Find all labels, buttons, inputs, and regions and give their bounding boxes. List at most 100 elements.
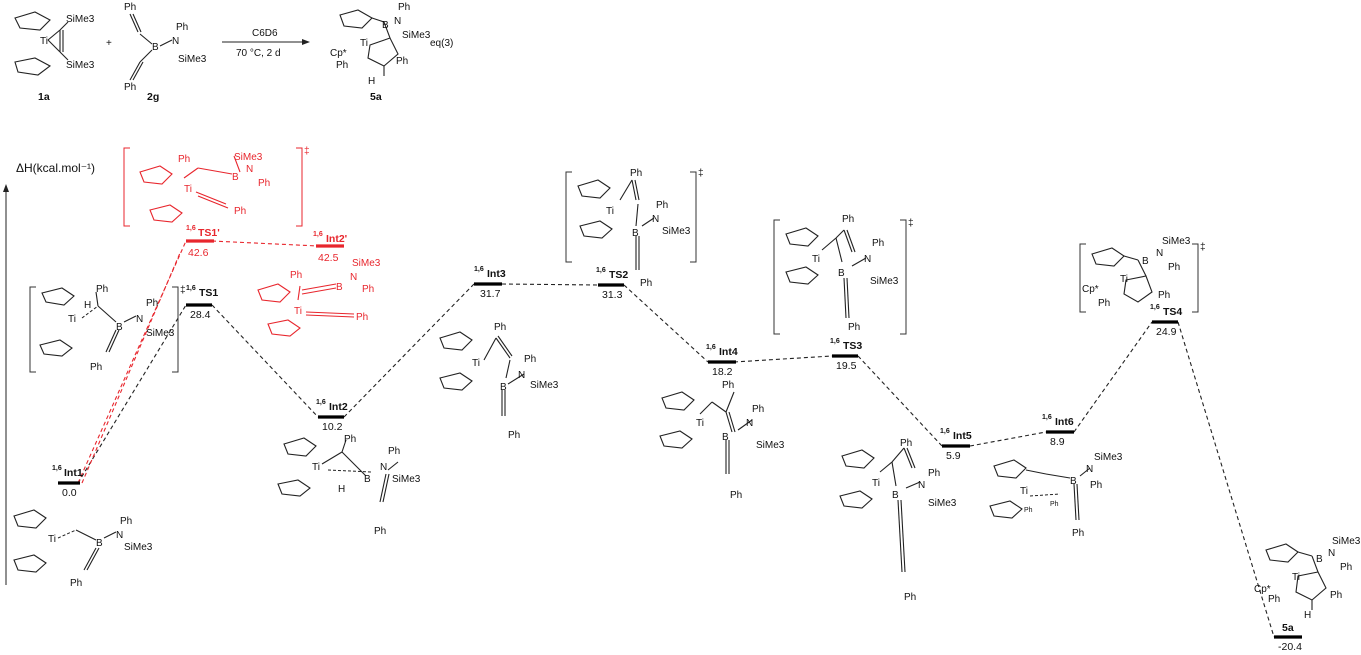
atom-sime3-label: SiMe3 <box>1162 236 1191 247</box>
plus-sign: + <box>106 38 112 49</box>
equation-label: eq(3) <box>430 38 453 49</box>
atom-ph-label: Ph <box>524 354 536 365</box>
atom-b-label: B <box>892 490 899 501</box>
atom-ti-label: Ti <box>360 38 368 49</box>
atom-n-label: N <box>116 530 123 541</box>
atom-ph-label: Ph <box>124 2 136 13</box>
atom-ph-label: Ph <box>494 322 506 333</box>
reaction-scheme: Ti SiMe3 SiMe3 1a + B N Ph SiMe3 Ph Ph 2… <box>14 2 453 103</box>
atom-ph-label: Ph <box>630 168 642 179</box>
atom-b-label: B <box>364 474 371 485</box>
structure-int2-prime: Ti Ph B N SiMe3 Ph Ph <box>257 258 381 337</box>
atom-ph-label: Ph <box>1024 507 1033 514</box>
atom-sime3-label: SiMe3 <box>178 54 207 65</box>
atom-ph-label: Ph <box>362 284 374 295</box>
structure-ts4: ‡ Ti B N SiMe3 Ph Cp* Ph Ph <box>1079 236 1206 313</box>
atom-sime3-label: SiMe3 <box>1094 452 1123 463</box>
atom-sime3-label: SiMe3 <box>756 440 785 451</box>
atom-ph-label: Ph <box>258 178 270 189</box>
atom-h-label: H <box>84 300 91 311</box>
atom-n-label: N <box>864 254 871 265</box>
atom-sime3-label: SiMe3 <box>1332 536 1361 547</box>
level-int2-prime-superscript: 1,6 <box>313 231 323 238</box>
atom-b-label: B <box>116 322 123 333</box>
dagger-symbol: ‡ <box>698 168 704 179</box>
atom-b-label: B <box>1070 476 1077 487</box>
atom-ti-label: Ti <box>48 534 56 545</box>
atom-n-label: N <box>918 480 925 491</box>
atom-sime3-label: SiMe3 <box>352 258 381 269</box>
atom-b-label: B <box>722 432 729 443</box>
atom-ti-label: Ti <box>472 358 480 369</box>
structure-int5: Ti Ph B N Ph SiMe3 Ph <box>839 438 957 603</box>
atom-n-label: N <box>350 272 357 283</box>
level-ts1-value: 28.4 <box>190 309 211 321</box>
atom-ph-label: Ph <box>1098 298 1110 309</box>
product-5a-structure: Ti B N Ph SiMe3 Cp* Ph Ph H <box>330 2 431 87</box>
atom-cpstar-label: Cp* <box>1082 284 1099 295</box>
structure-int2: Ti Ph H B N Ph SiMe3 Ph <box>277 434 421 537</box>
level-ts2-name: TS2 <box>609 269 628 281</box>
atom-sime3-label: SiMe3 <box>146 328 175 339</box>
structure-int3: Ti Ph B N Ph SiMe3 Ph <box>439 322 559 441</box>
atom-b-label: B <box>152 42 159 53</box>
atom-n-label: N <box>1328 548 1335 559</box>
atom-ph-label: Ph <box>398 2 410 13</box>
atom-n-label: N <box>172 36 179 47</box>
level-int2-prime-name: Int2' <box>326 233 347 245</box>
structure-ts1-prime: ‡ Ti Ph B N N SiMe3 Ph Ph <box>123 146 310 227</box>
level-ts1-prime-value: 42.6 <box>188 247 209 259</box>
conditions-solvent: C6D6 <box>252 28 278 39</box>
atom-n-label: N <box>136 314 143 325</box>
conditions-temperature: 70 °C, 2 d <box>236 48 281 59</box>
atom-ti-label: Ti <box>184 184 192 195</box>
atom-n-label: N <box>746 418 753 429</box>
atom-ti-label: Ti <box>696 418 704 429</box>
atom-ph-label: Ph <box>508 430 520 441</box>
atom-ph-label: Ph <box>872 238 884 249</box>
atom-sime3-label: SiMe3 <box>392 474 421 485</box>
dagger-symbol: ‡ <box>180 285 186 296</box>
level-ts1-name: TS1 <box>199 287 218 299</box>
atom-n-label: N <box>394 16 401 27</box>
atom-ti-label: Ti <box>606 206 614 217</box>
atom-ph-label: Ph <box>656 200 668 211</box>
atom-ph-label: Ph <box>96 284 108 295</box>
level-int4-superscript: 1,6 <box>706 344 716 351</box>
atom-ph-label: Ph <box>904 592 916 603</box>
level-int1-name: Int1 <box>64 467 83 479</box>
atom-n-label: N <box>380 462 387 473</box>
atom-ph-label: Ph <box>1330 590 1342 601</box>
atom-sime3-label: SiMe3 <box>662 226 691 237</box>
level-int6-name: Int6 <box>1055 416 1074 428</box>
dagger-symbol-red: ‡ <box>304 146 310 157</box>
atom-ti-label: Ti <box>1120 274 1128 285</box>
atom-ti-label: Ti <box>312 462 320 473</box>
level-ts2-value: 31.3 <box>602 289 623 301</box>
atom-ph-label: Ph <box>90 362 102 373</box>
level-int4-name: Int4 <box>719 346 738 358</box>
level-int1-superscript: 1,6 <box>52 465 62 472</box>
atom-b-label: B <box>96 538 103 549</box>
atom-ph-label: Ph <box>752 404 764 415</box>
level-int3-name: Int3 <box>487 268 506 280</box>
atom-ph-label: Ph <box>178 154 190 165</box>
atom-ph-label: Ph <box>176 22 188 33</box>
level-int6-value: 8.9 <box>1050 436 1065 448</box>
atom-h-label: H <box>338 484 345 495</box>
level-int2-value: 10.2 <box>322 421 343 433</box>
level-ts1-prime-superscript: 1,6 <box>186 225 196 232</box>
level-ts2-superscript: 1,6 <box>596 267 606 274</box>
level-int2-name: Int2 <box>329 401 348 413</box>
atom-ph-label: Ph <box>344 434 356 445</box>
atom-sime3-label: SiMe3 <box>928 498 957 509</box>
atom-ph-label: Ph <box>396 56 408 67</box>
level-int3-superscript: 1,6 <box>474 266 484 273</box>
level-int5-superscript: 1,6 <box>940 428 950 435</box>
atom-sime3-label: SiMe3 <box>124 542 153 553</box>
atom-ph-label: Ph <box>388 446 400 457</box>
atom-ti-label: Ti <box>68 314 76 325</box>
structure-int4: Ti Ph B N Ph SiMe3 Ph <box>659 380 785 501</box>
atom-ti-label: Ti <box>812 254 820 265</box>
